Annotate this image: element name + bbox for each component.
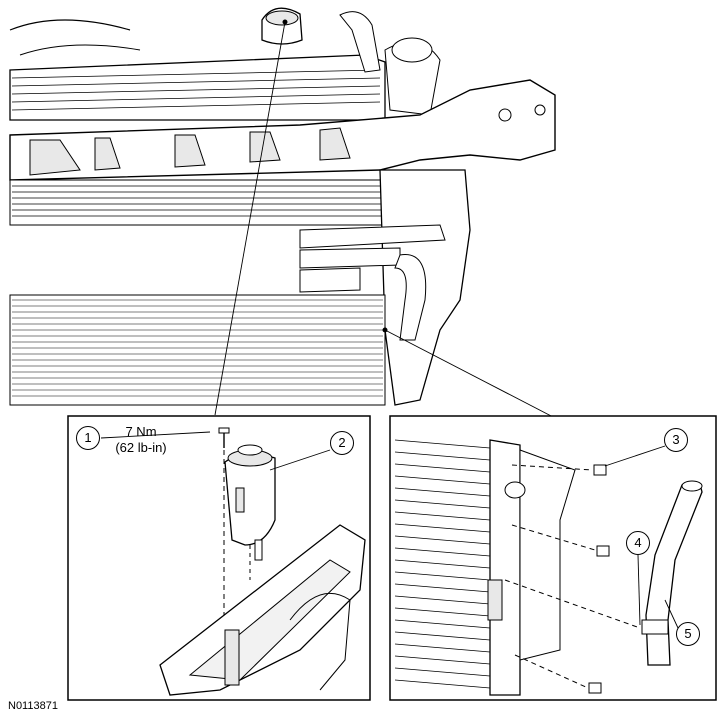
- torque-imperial: (62 lb-in): [115, 440, 167, 455]
- leader-line-to-left-inset: [214, 21, 286, 416]
- leader-line-to-right-inset: [384, 329, 556, 419]
- torque-spec: 7 Nm (62 lb-in): [105, 424, 177, 456]
- torque-metric: 7 Nm: [125, 424, 157, 439]
- figure-id: N0113871: [8, 700, 58, 712]
- hose-clip-inset-drawing: [389, 415, 717, 701]
- callout-2: 2: [330, 431, 354, 455]
- reservoir-inset-drawing: [67, 415, 371, 701]
- callout-5: 5: [676, 622, 700, 646]
- callout-1: 1: [76, 426, 100, 450]
- radiator-assembly-overview: [9, 7, 556, 406]
- callout-3: 3: [664, 428, 688, 452]
- callout-4: 4: [626, 531, 650, 555]
